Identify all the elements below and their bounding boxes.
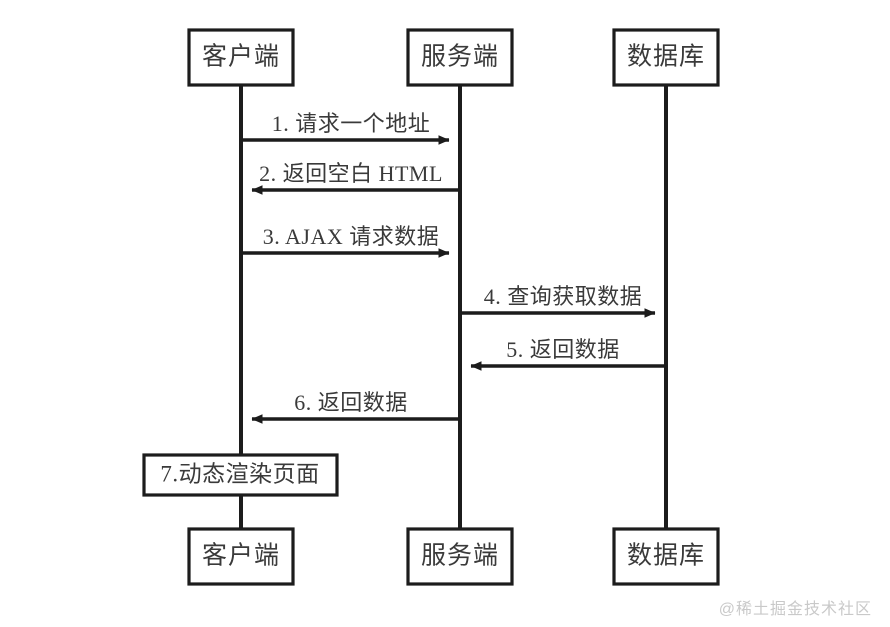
actor-box-database-top[interactable]: 数据库 [612, 28, 720, 87]
message-6[interactable]: 6. 返回数据 [251, 390, 460, 424]
actor-label-server-top: 服务端 [421, 43, 499, 71]
message-3-label: 3. AJAX 请求数据 [263, 224, 440, 249]
message-5[interactable]: 5. 返回数据 [470, 337, 666, 371]
message-6-label: 6. 返回数据 [294, 390, 408, 415]
message-5-label: 5. 返回数据 [506, 337, 620, 362]
actor-box-server-top[interactable]: 服务端 [406, 28, 514, 87]
message-3[interactable]: 3. AJAX 请求数据 [241, 224, 450, 258]
message-4-label: 4. 查询获取数据 [484, 284, 643, 309]
actor-box-client-bottom[interactable]: 客户端 [187, 527, 295, 586]
actor-label-client-top: 客户端 [202, 43, 280, 71]
actor-label-database-bottom: 数据库 [627, 542, 705, 570]
message-1-label: 1. 请求一个地址 [272, 111, 431, 136]
note-box-render-page[interactable]: 7.动态渲染页面 [142, 453, 339, 497]
watermark: @稀土掘金技术社区 [718, 601, 872, 618]
actor-label-client-bottom: 客户端 [202, 542, 280, 570]
message-4[interactable]: 4. 查询获取数据 [460, 284, 656, 318]
message-2-label: 2. 返回空白 HTML [259, 161, 443, 186]
message-1[interactable]: 1. 请求一个地址 [241, 111, 450, 145]
actor-box-client-top[interactable]: 客户端 [187, 28, 295, 87]
actor-label-server-bottom: 服务端 [421, 542, 499, 570]
note-box-render-page-label: 7.动态渲染页面 [160, 461, 319, 486]
actor-box-server-bottom[interactable]: 服务端 [406, 527, 514, 586]
actor-box-database-bottom[interactable]: 数据库 [612, 527, 720, 586]
message-2[interactable]: 2. 返回空白 HTML [251, 161, 460, 195]
actor-label-database-top: 数据库 [627, 43, 705, 71]
